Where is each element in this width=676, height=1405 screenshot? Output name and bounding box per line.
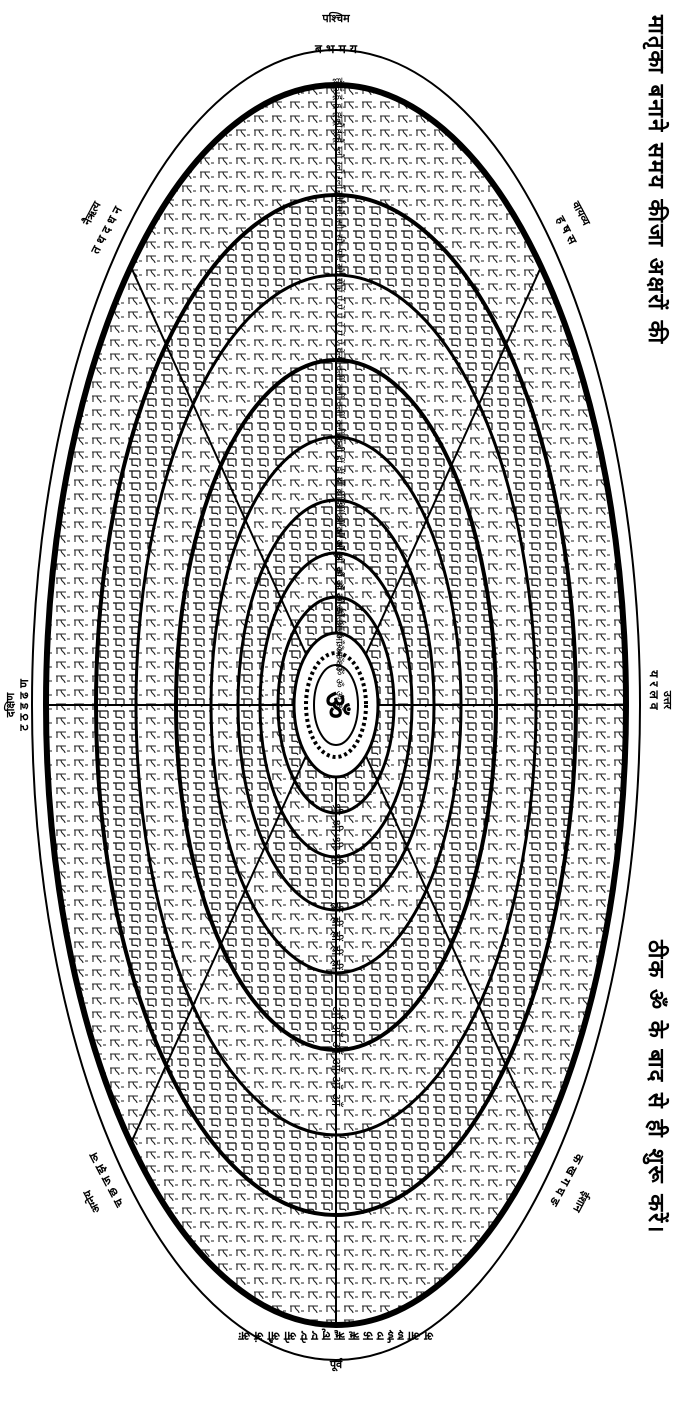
rim-letters-top: ब भ म य — [314, 42, 358, 56]
rim-letters-top-right: ह ष स — [553, 213, 580, 248]
direction-bottom-left: अग्नेय — [79, 1187, 103, 1215]
rim-letters-left: ट ठ ड ढ ण — [17, 678, 31, 732]
ring-text-8: सौः सौः सौः सौः सौः सौः सौः — [333, 191, 345, 291]
direction-top: पश्चिम — [321, 11, 350, 25]
direction-top-left: नैऋत्य — [79, 198, 104, 228]
ring-label-inner: श्री श्री श्री श्री — [328, 803, 344, 866]
ring-label-outer: आँ आँ आँ आँ आँ आँ — [328, 1006, 344, 1108]
ring-text-7: ऐं ऐं ऐं ऐं ऐं ऐं ऐं ऐं ऐं ऐं — [333, 278, 345, 362]
ring-text-samples: ॐ ॐ ॐ ॐ ॐ ॐ ॐ ॐ ॐ ॐ ॐ ॐ आँ आँ आँ आँ आँ आ… — [332, 78, 345, 713]
ring-text-6: क्लीं क्लीं क्लीं क्लीं क्लीं क्लीं — [333, 348, 345, 453]
ring-text-10: हूं हूं हूं हूं हूं हूं हूं हूं — [332, 78, 345, 143]
direction-top-right: वायव्य — [569, 198, 593, 228]
direction-bottom: पूर्व — [329, 1357, 343, 1372]
caption-bottom: ठीक ॐ के बाद से ही शुरू करें। — [600, 940, 670, 1390]
rim-letters-right: य र ल व — [647, 669, 661, 711]
caption-top: मातृका बनाने समय कीजा अक्षरों की — [600, 15, 670, 535]
direction-bottom-right: ईशान — [570, 1188, 594, 1216]
direction-left: दक्षिण — [3, 692, 17, 719]
rim-letters-bottom: अ आ इ ई उ ऊ ऋ ॠ लृ ए ऐ ओ औ अं अः — [238, 1328, 433, 1343]
direction-right: उत्तर — [661, 690, 674, 710]
ring-label-mid: ह्रीं ह्रीं ह्रीं ह्रीं ह्रीं — [328, 902, 344, 971]
